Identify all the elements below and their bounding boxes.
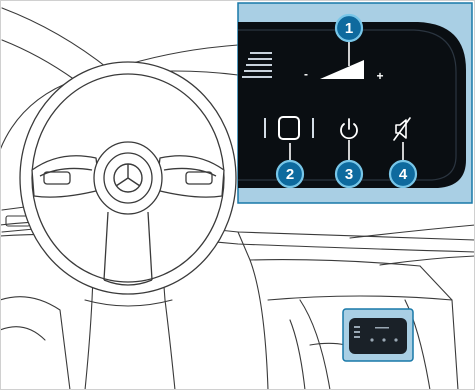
console-highlight-frame [343, 309, 413, 361]
callout-4-label: 4 [399, 166, 408, 183]
volume-minus-label: - [304, 67, 308, 81]
callout-3: 3 [336, 161, 362, 187]
callout-4: 4 [390, 161, 416, 187]
callout-3-label: 3 [345, 166, 353, 183]
callout-1-label: 1 [345, 20, 353, 37]
callout-1: 1 [336, 15, 362, 41]
callout-2-label: 2 [286, 166, 294, 183]
callout-2: 2 [277, 161, 303, 187]
volume-plus-label: + [376, 69, 383, 83]
